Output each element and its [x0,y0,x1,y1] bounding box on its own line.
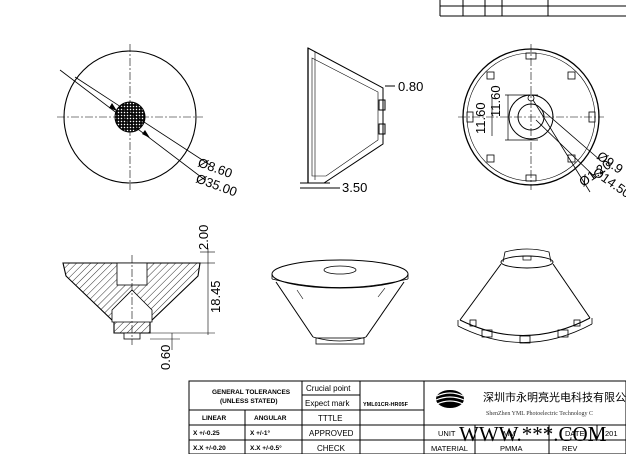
front-view: Ø8.60 Ø35.00 [57,44,239,199]
tb-company-cn: 深圳市永明亮光电科技有限公 [483,390,626,404]
section-view [62,248,215,350]
revision-table-fragment [439,0,626,17]
dim-side-thickness: 0.80 [398,79,423,94]
company-logo [435,390,465,408]
tb-part-code: YML01CR-HR05F [363,402,409,408]
iso-view-bottom [457,248,593,344]
dim-section-top: 2.00 [196,225,211,250]
tb-title-label: TTTLE [318,414,342,423]
tb-unless-stated: (UNLESS STATED) [220,398,278,405]
title-block [188,380,626,454]
tb-approved: APPROVED [309,429,354,438]
tb-crucial-point: Crucial point [306,384,351,393]
iso-view-top [271,259,409,345]
tb-rev: REV [562,444,577,453]
tb-date: DATE [565,429,584,438]
tb-expect-mark: Expect mark [305,399,350,408]
watermark: WWW.***.COM [459,422,607,446]
tb-check: CHECK [317,444,346,453]
tb-angular: ANGULAR [254,415,287,422]
rear-view [458,44,604,193]
tb-tol-xx-linear: X.X +/-0.20 [193,445,226,452]
tb-company-en: ShenZhen YML Photoelectric Technology C [486,411,593,417]
dim-rear-1160: 11.60 [473,102,488,134]
dim-section-bottom: 0.60 [158,345,173,370]
tb-tol-x-angular: X +/-1° [250,429,271,437]
tb-material-value: PMMA [500,444,523,453]
tb-general-tolerances: GENERAL TOLERANCES [212,389,291,396]
tb-unit-value: MM [503,429,516,438]
side-view: 0.80 3.50 [300,47,423,195]
dim-rear-116: 11.60 [488,85,503,117]
tb-tol-xx-angular: X.X +/-0.5° [250,444,282,452]
tb-linear: LINEAR [202,415,227,422]
tb-unit: UNIT [438,429,456,438]
tb-material: MATERIAL [431,444,468,453]
dim-side-flange: 3.50 [342,180,367,195]
tb-tol-x-linear: X +/-0.25 [193,430,220,437]
tb-date-value: 201 [605,429,618,438]
dim-section-height: 18.45 [208,280,223,313]
